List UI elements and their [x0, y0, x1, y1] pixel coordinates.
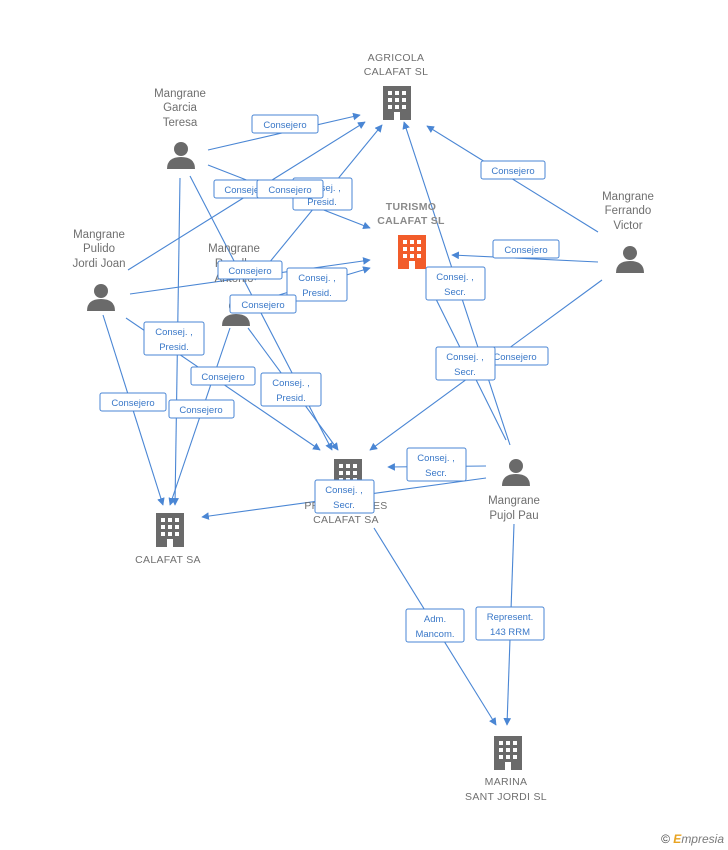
svg-text:Consejero: Consejero — [228, 266, 271, 277]
edge-label-adm-mancom[interactable]: Adm. Mancom. — [405, 608, 465, 643]
svg-text:Consejero: Consejero — [491, 166, 534, 177]
svg-text:Consejero: Consejero — [504, 245, 547, 256]
edge-label-consej-presid[interactable]: Consej. , Presid. — [143, 321, 205, 356]
person-mangrane-garcia-teresa[interactable]: Mangrane Garcia Teresa — [154, 88, 206, 169]
person-icon — [502, 459, 530, 486]
svg-text:Consejero: Consejero — [201, 372, 244, 383]
svg-text:Consejero: Consejero — [268, 185, 311, 196]
edge-label-represent[interactable]: Represent. 143 RRM — [475, 606, 545, 641]
edge-label-consejero[interactable]: Consejero — [190, 366, 256, 386]
svg-text:Presid.: Presid. — [159, 342, 189, 353]
svg-text:Presid.: Presid. — [276, 393, 306, 404]
svg-text:Consejero: Consejero — [111, 398, 154, 409]
edge-label-consejero[interactable]: Consejero — [256, 179, 324, 199]
teresa-label-line2: Garcia — [163, 102, 197, 114]
jordi-label-line2: Pulido — [83, 243, 115, 255]
edge-label-consej-secr[interactable]: Consej. , Secr. — [435, 346, 496, 381]
svg-text:Consej. ,: Consej. , — [325, 485, 363, 496]
jordi-label-line1: Mangrane — [73, 229, 125, 241]
edge-label-consejero[interactable]: Consejero — [480, 160, 546, 180]
pau-label-line2: Pujol Pau — [489, 510, 538, 522]
edge-label-consej-secr[interactable]: Consej. , Secr. — [425, 266, 486, 301]
edge-label-consej-secr[interactable]: Consej. , Secr. — [406, 447, 467, 482]
svg-text:Consej. ,: Consej. , — [155, 327, 193, 338]
person-mangrane-rosello-antonio[interactable]: Mangrane Rosello Antonio — [208, 243, 260, 326]
svg-text:Secr.: Secr. — [425, 468, 447, 479]
svg-text:Consejero: Consejero — [224, 185, 267, 196]
person-icon — [87, 284, 115, 311]
company-agricola-calafat[interactable]: AGRICOLA CALAFAT SL — [364, 52, 428, 120]
teresa-label-line3: Teresa — [163, 117, 198, 129]
svg-text:Presid.: Presid. — [302, 288, 332, 299]
turismo-label-line1: TURISMO — [386, 201, 437, 213]
company-turismo-calafat[interactable]: TURISMO CALAFAT SL — [377, 201, 445, 269]
svg-text:Secr.: Secr. — [333, 500, 355, 511]
svg-text:Consej. ,: Consej. , — [298, 273, 336, 284]
svg-text:Consejero: Consejero — [493, 352, 536, 363]
edge-label-consejero[interactable]: Consejero — [99, 392, 167, 412]
person-mangrane-pujol-pau[interactable]: Mangrane Pujol Pau — [488, 459, 540, 522]
copyright-symbol: © — [661, 832, 670, 846]
svg-text:143 RRM: 143 RRM — [490, 627, 530, 638]
building-icon — [398, 235, 426, 269]
brand-name: mpresia — [681, 832, 724, 846]
building-icon — [494, 736, 522, 770]
svg-text:Consej. ,: Consej. , — [417, 453, 455, 464]
edge-label-consej-secr[interactable]: Consej. , Secr. — [314, 479, 375, 514]
jordi-label-line3: Jordi Joan — [72, 258, 125, 270]
turismo-label-line2: CALAFAT SL — [377, 215, 445, 227]
pau-label-line1: Mangrane — [488, 495, 540, 507]
edge-label-consej-presid[interactable]: Consej. , Presid. — [260, 372, 322, 407]
svg-text:Adm.: Adm. — [424, 614, 446, 625]
brand-initial: E — [673, 832, 682, 846]
edge-label-consejero[interactable]: Consejero — [217, 260, 283, 280]
svg-text:Consej. ,: Consej. , — [436, 272, 474, 283]
svg-text:Mancom.: Mancom. — [415, 629, 454, 640]
edge-label-consejero[interactable]: Consejero — [168, 399, 235, 419]
svg-text:Consej. ,: Consej. , — [446, 352, 484, 363]
svg-text:Consejero: Consejero — [179, 405, 222, 416]
agricola-label-line1: AGRICOLA — [368, 52, 425, 64]
marina-label-line2: SANT JORDI SL — [465, 791, 547, 803]
teresa-label-line1: Mangrane — [154, 88, 206, 100]
edge-label-consejero[interactable]: Consejero — [251, 114, 319, 134]
person-mangrane-ferrando-victor[interactable]: Mangrane Ferrando Victor — [602, 191, 654, 273]
person-icon — [616, 246, 644, 273]
promociones-label-line2: CALAFAT SA — [313, 514, 379, 526]
agricola-label-line2: CALAFAT SL — [364, 66, 428, 78]
svg-text:Consej. ,: Consej. , — [272, 378, 310, 389]
person-mangrane-pulido-jordi-joan[interactable]: Mangrane Pulido Jordi Joan — [72, 229, 126, 311]
victor-label-line3: Victor — [613, 220, 642, 232]
company-marina-sant-jordi[interactable]: MARINA SANT JORDI SL — [465, 736, 547, 803]
svg-text:Secr.: Secr. — [454, 367, 476, 378]
svg-text:Consejero: Consejero — [263, 120, 306, 131]
calafat-label: CALAFAT SA — [135, 554, 201, 566]
building-icon — [383, 86, 411, 120]
svg-text:Presid.: Presid. — [307, 197, 337, 208]
svg-text:Consejero: Consejero — [241, 300, 284, 311]
victor-label-line1: Mangrane — [602, 191, 654, 203]
svg-text:Represent.: Represent. — [487, 612, 533, 623]
building-icon — [156, 513, 184, 547]
person-icon — [167, 142, 195, 169]
empresia-watermark: © Empresia — [661, 832, 724, 846]
antonio-label-line1: Mangrane — [208, 243, 260, 255]
edge-label-consej-presid[interactable]: Consej. , Presid. — [286, 267, 348, 302]
svg-text:Secr.: Secr. — [444, 287, 466, 298]
marina-label-line1: MARINA — [485, 776, 528, 788]
edge-label-consejero[interactable]: Consejero — [492, 239, 560, 259]
victor-label-line2: Ferrando — [605, 205, 652, 217]
company-calafat-sa[interactable]: CALAFAT SA — [135, 513, 201, 566]
edge-labels: Consejero Consejero Consejero Consejero … — [99, 114, 560, 643]
edge-label-consejero[interactable]: Consejero — [229, 294, 297, 314]
